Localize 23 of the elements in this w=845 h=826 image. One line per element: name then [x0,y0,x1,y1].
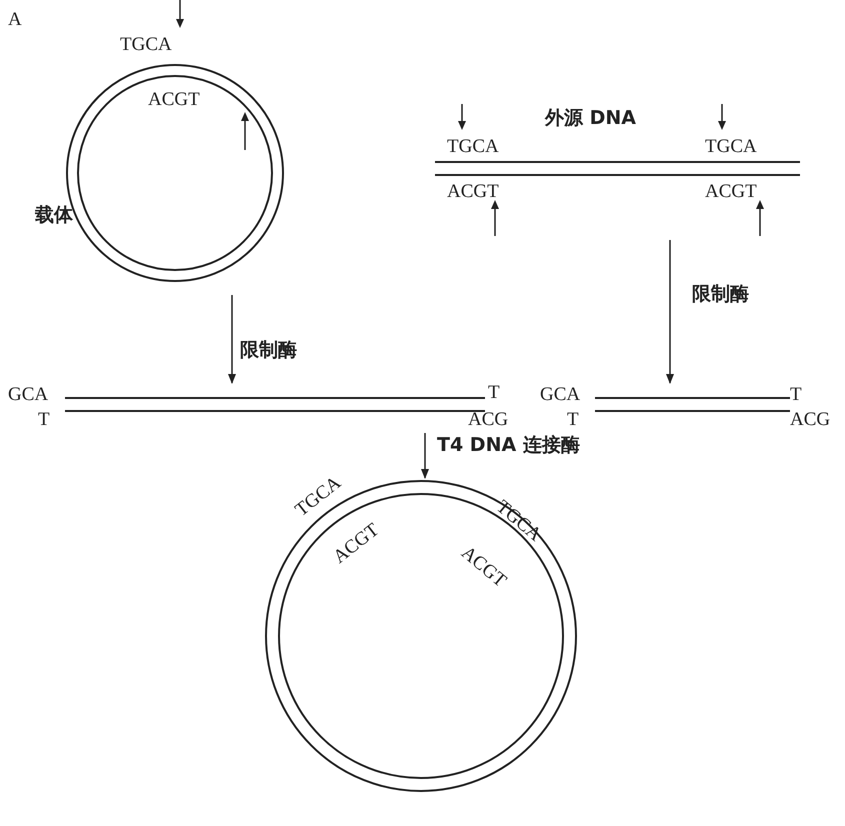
sequence-label: T [790,385,802,405]
name-label: 载体 [35,205,73,225]
arrow [666,240,674,384]
edge-label: T4 DNA 连接酶 [437,435,580,455]
edge-label: 限制酶 [240,340,297,360]
panel-letter: A [8,10,22,30]
sequence-label: T [567,410,579,430]
sequence-label: GCA [8,385,48,405]
sequence-label: TGCA [120,35,172,55]
edge-label: 限制酶 [692,284,749,304]
sequence-label: T [488,383,500,403]
sequence-label: ACGT [705,182,757,202]
name-label: 外源 DNA [545,108,636,128]
sequence-label: T [38,410,50,430]
arrow [421,433,429,479]
arrow [228,295,236,384]
sequence-label: ACGT [148,90,200,110]
sequence-label: TGCA [705,137,757,157]
sequence-label: ACG [790,410,830,430]
sequence-label: TGCA [447,137,499,157]
sequence-label: ACG [468,410,508,430]
sequence-label: GCA [540,385,580,405]
sequence-label: ACGT [447,182,499,202]
